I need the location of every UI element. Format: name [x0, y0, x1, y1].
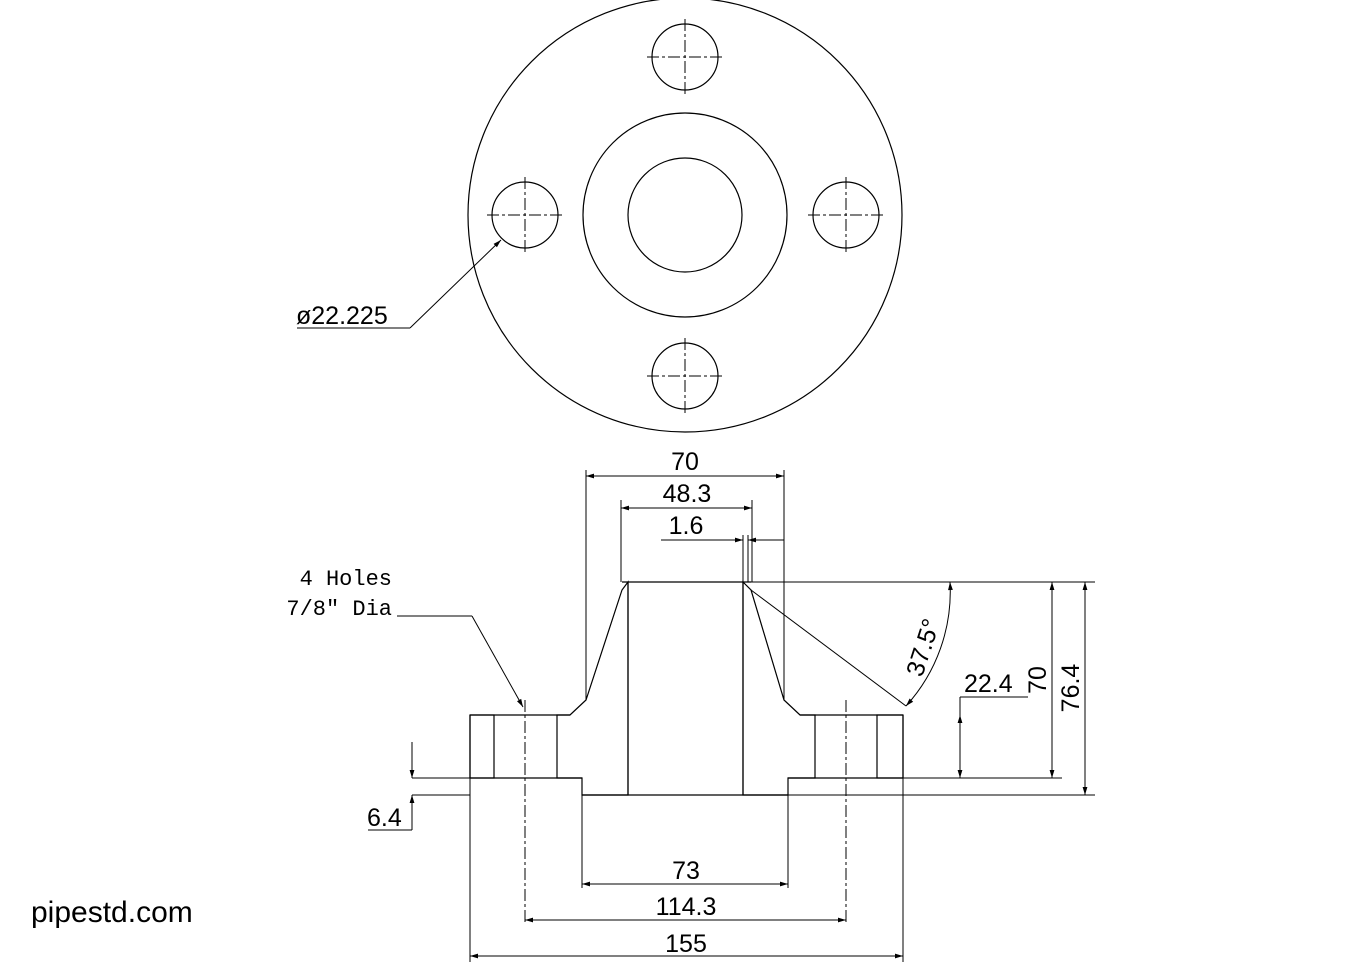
- bolt-circle-diameter-label: 114.3: [656, 893, 717, 921]
- bore-circle: [627, 157, 743, 273]
- left-hub-section: [556, 580, 629, 796]
- wall-step-label: 1.6: [669, 512, 704, 540]
- flange-thickness-label: 22.4: [964, 670, 1013, 698]
- bevel-angle-label: 37.5°: [901, 615, 946, 679]
- right-flange-edge-section: [876, 714, 904, 779]
- left-flange-edge-section: [469, 714, 495, 779]
- holes-note-line1: 4 Holes: [300, 567, 392, 592]
- bolt-hole-left: [487, 177, 563, 253]
- bolt-hole-bottom: [647, 338, 723, 414]
- watermark: pipestd.com: [31, 896, 193, 929]
- hub-diameter-label: 70: [671, 448, 699, 476]
- section-outline: [469, 581, 904, 796]
- pipe-od-label: 48.3: [663, 480, 712, 508]
- outer-flange-circle: [467, 0, 903, 433]
- bolt-hole-diameter-label: ø22.225: [296, 302, 388, 330]
- outside-diameter-label: 155: [665, 930, 707, 958]
- bolt-hole-top: [647, 19, 723, 95]
- holes-note-line2: 7/8" Dia: [286, 597, 392, 622]
- dimension-lines: [368, 470, 1095, 962]
- section-view: [469, 580, 904, 925]
- top-view: ø22.225: [296, 0, 903, 433]
- bolt-hole-leader: [297, 239, 502, 329]
- bolt-hole-right: [808, 177, 884, 253]
- total-height-label: 76.4: [1057, 664, 1085, 713]
- hub-circle: [582, 112, 788, 318]
- hub-height-label: 70: [1024, 666, 1052, 694]
- raised-face-label: 6.4: [367, 804, 402, 832]
- raised-face-diameter-label: 73: [672, 857, 700, 885]
- right-hub-section: [742, 580, 816, 796]
